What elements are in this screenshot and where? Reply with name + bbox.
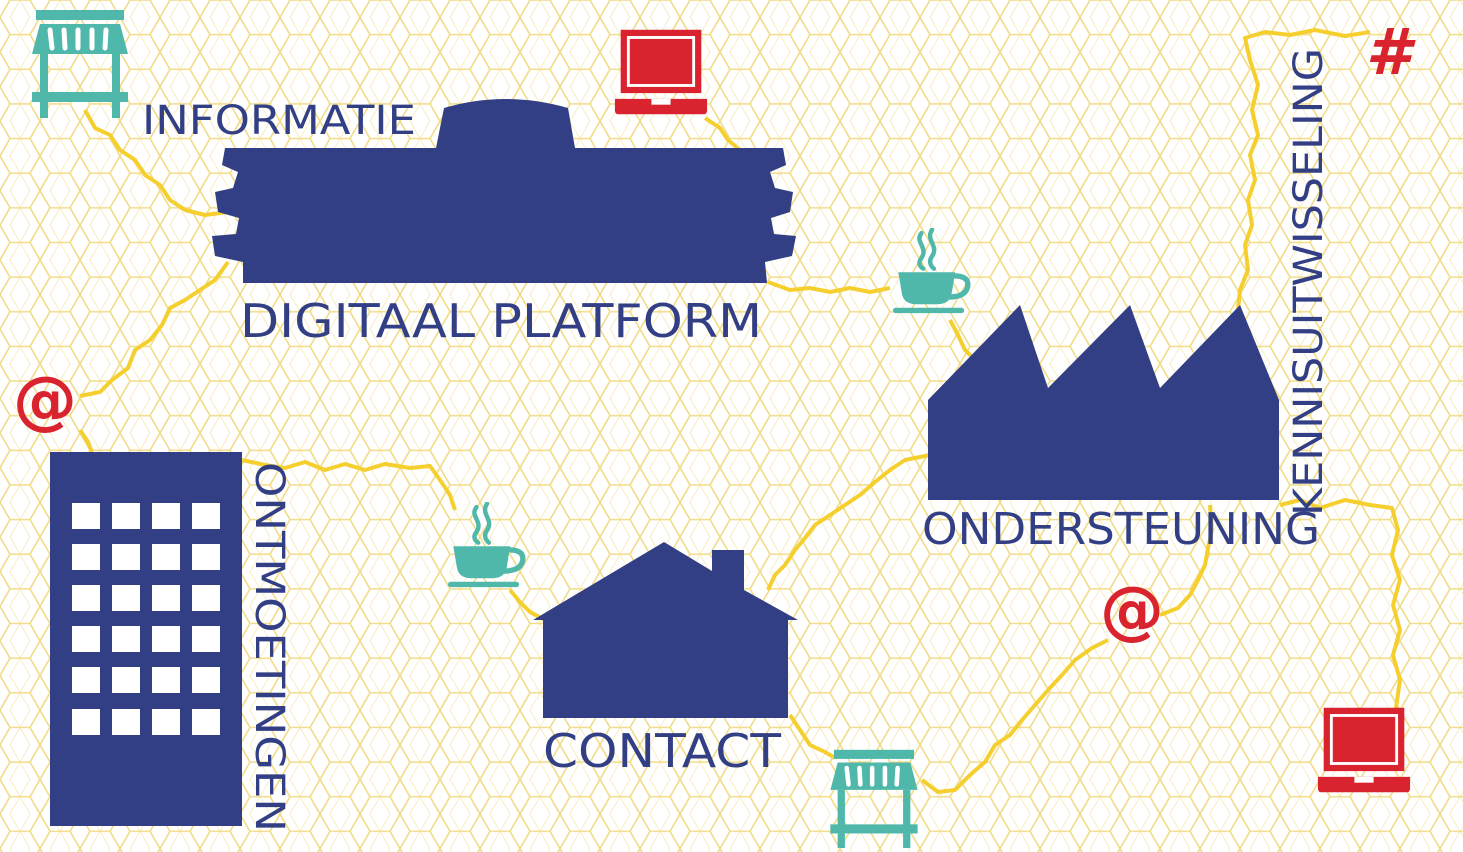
laptop-icon bbox=[613, 28, 709, 116]
path-stall-to-platform bbox=[83, 109, 229, 217]
stadium-building-icon bbox=[212, 99, 796, 283]
label-ontmoetingen: ONTMOETINGEN bbox=[246, 462, 292, 832]
window bbox=[192, 544, 220, 570]
label-informatie: INFORMATIE bbox=[142, 98, 416, 144]
window bbox=[72, 709, 100, 735]
path-house-to-stall bbox=[788, 713, 837, 760]
path-factory-to-laptop bbox=[1279, 498, 1402, 709]
window bbox=[112, 544, 140, 570]
tower-windows bbox=[72, 503, 220, 735]
window bbox=[112, 503, 140, 529]
label-contact: CONTACT bbox=[543, 724, 782, 778]
window bbox=[192, 585, 220, 611]
window bbox=[152, 626, 180, 652]
window bbox=[192, 503, 220, 529]
window bbox=[152, 544, 180, 570]
window bbox=[152, 585, 180, 611]
label-ondersteuning: ONDERSTEUNING bbox=[922, 504, 1320, 555]
path-at-to-tower bbox=[78, 428, 94, 453]
path-house-to-factory bbox=[766, 453, 931, 591]
network-paths bbox=[78, 28, 1402, 794]
hash-sign-icon: # bbox=[1366, 16, 1416, 90]
path-tower-to-cup bbox=[241, 458, 457, 511]
window bbox=[192, 709, 220, 735]
window bbox=[152, 667, 180, 693]
window bbox=[72, 503, 100, 529]
at-sign-icon: @ bbox=[13, 364, 77, 438]
path-cup-to-factory bbox=[948, 319, 977, 362]
path-platform-to-at bbox=[79, 260, 230, 398]
window bbox=[72, 544, 100, 570]
path-laptop-to-platform bbox=[703, 116, 742, 152]
house-icon bbox=[533, 542, 798, 718]
window bbox=[192, 667, 220, 693]
window bbox=[112, 667, 140, 693]
path-cup-to-house bbox=[508, 588, 546, 622]
label-digitaal-platform: DIGITAAL PLATFORM bbox=[240, 294, 762, 348]
window bbox=[72, 585, 100, 611]
window bbox=[72, 626, 100, 652]
laptop-icon bbox=[1316, 706, 1412, 794]
at-sign-icon: @ bbox=[1100, 574, 1164, 648]
factory-icon bbox=[928, 305, 1279, 500]
window bbox=[112, 585, 140, 611]
path-factory-to-hash bbox=[1236, 28, 1371, 311]
window bbox=[72, 667, 100, 693]
window bbox=[192, 626, 220, 652]
path-at-to-factory bbox=[1159, 504, 1214, 617]
window bbox=[152, 503, 180, 529]
window bbox=[112, 626, 140, 652]
label-kennisuitwisseling: KENNISUITWISSELING bbox=[1286, 48, 1332, 516]
window bbox=[152, 709, 180, 735]
path-platform-to-cup bbox=[767, 280, 891, 294]
path-stall-to-at bbox=[920, 638, 1109, 794]
window bbox=[112, 709, 140, 735]
